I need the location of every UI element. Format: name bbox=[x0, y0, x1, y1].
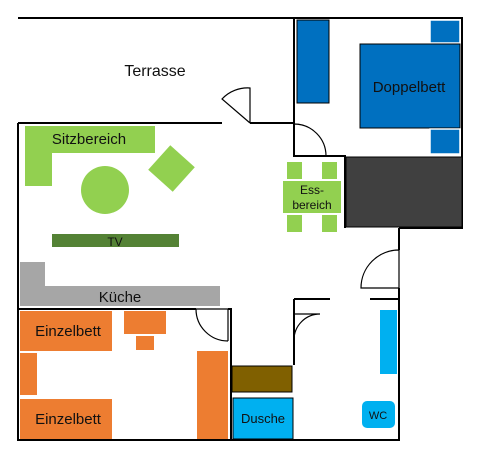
terrace-wall bbox=[18, 17, 295, 124]
wardrobe bbox=[296, 19, 330, 104]
single-bed-2 bbox=[20, 399, 112, 439]
hall-door-icon bbox=[360, 249, 400, 289]
desk bbox=[124, 311, 166, 334]
seating-area-label: Sitzbereich bbox=[52, 131, 126, 148]
bedroom-wall bbox=[294, 17, 463, 229]
dining-chair-1 bbox=[287, 162, 302, 179]
kids-room-wall bbox=[18, 308, 232, 440]
armchair bbox=[148, 145, 195, 192]
dining-area-label-line2: bereich bbox=[292, 198, 331, 212]
kids-room-door-icon bbox=[195, 308, 229, 342]
double-bed bbox=[359, 43, 461, 129]
wardrobe-kids bbox=[197, 351, 228, 439]
dining-chair-2 bbox=[322, 162, 337, 179]
single-bed-1-label: Einzelbett bbox=[35, 323, 102, 340]
kitchen-counter bbox=[20, 262, 220, 306]
desk-chair bbox=[136, 336, 154, 350]
side-cabinet bbox=[20, 353, 37, 395]
bath-room-wall bbox=[293, 298, 399, 365]
shower-label: Dusche bbox=[241, 411, 285, 426]
wc-label: WC bbox=[369, 410, 387, 422]
walls bbox=[17, 17, 463, 441]
round-table bbox=[81, 166, 129, 214]
nightstand-bottom bbox=[429, 128, 461, 155]
dining-chair-4 bbox=[322, 215, 337, 232]
shower bbox=[232, 397, 294, 440]
living-west-wall bbox=[17, 123, 231, 441]
bedroom-door-icon bbox=[293, 123, 327, 157]
dining-table bbox=[283, 181, 341, 213]
tv-label: TV bbox=[107, 235, 122, 249]
double-bed-label: Doppelbett bbox=[373, 79, 446, 96]
nightstand-top bbox=[429, 19, 461, 44]
kitchen-label: Küche bbox=[99, 289, 142, 306]
dark-block bbox=[345, 156, 463, 228]
dining-chair-3 bbox=[287, 215, 302, 232]
single-bed-1 bbox=[20, 311, 112, 351]
tv bbox=[52, 234, 179, 247]
doors bbox=[195, 87, 400, 342]
terrace-door-icon bbox=[221, 87, 251, 124]
dining-area-label-line1: Ess- bbox=[300, 183, 324, 197]
east-wall bbox=[231, 228, 400, 441]
wc bbox=[362, 401, 395, 428]
bath-door-icon bbox=[293, 313, 321, 341]
sofa bbox=[25, 126, 155, 186]
single-bed-2-label: Einzelbett bbox=[35, 411, 102, 428]
terrace-label: Terrasse bbox=[124, 63, 185, 80]
shelf bbox=[231, 365, 293, 393]
bath-counter bbox=[380, 310, 397, 374]
